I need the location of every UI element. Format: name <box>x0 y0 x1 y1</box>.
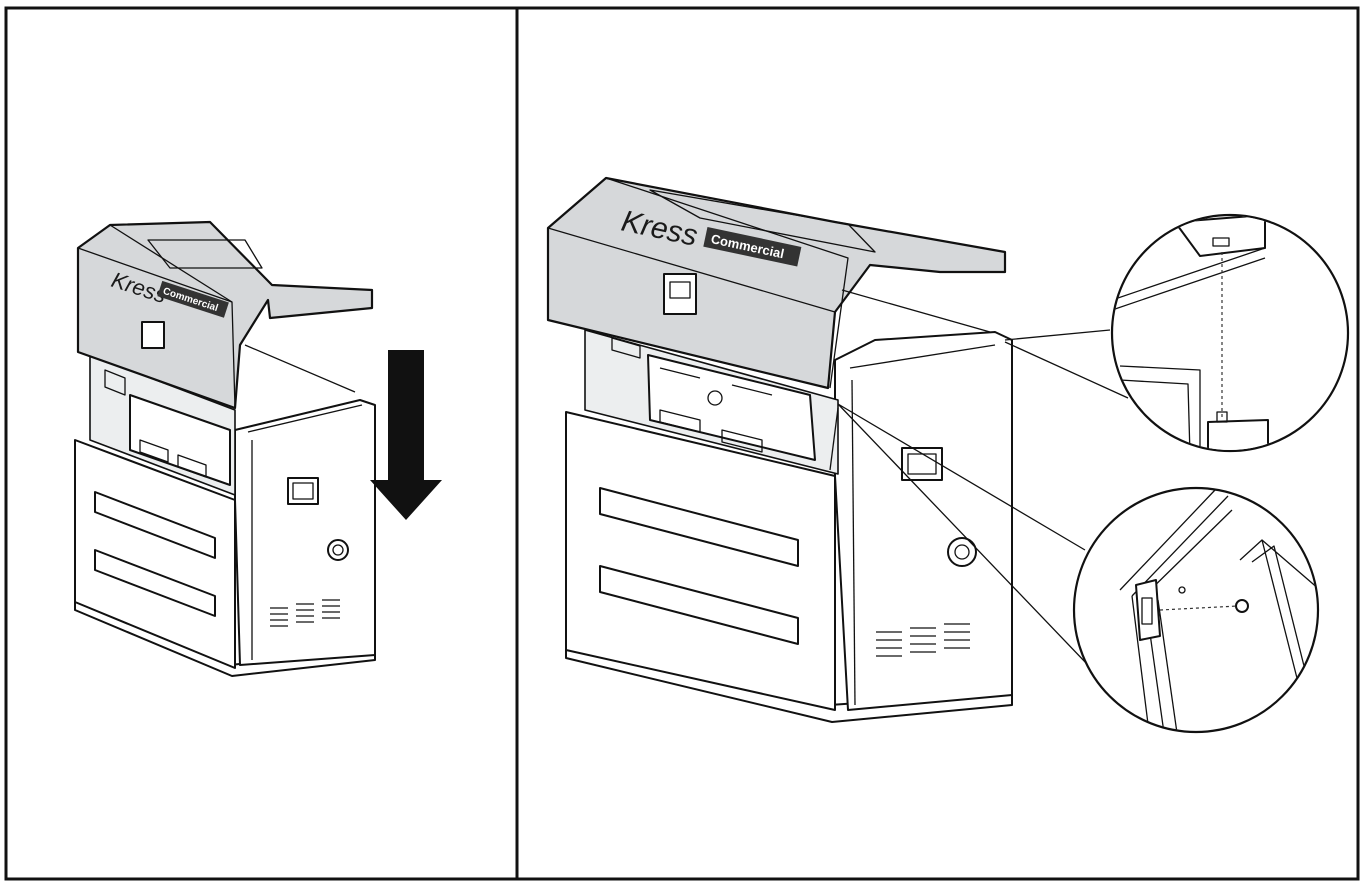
left-side-panel <box>234 399 376 666</box>
right-lid-handle <box>663 273 697 315</box>
left-panel-station: Kress Commercial <box>74 220 376 677</box>
right-power-socket <box>947 537 977 567</box>
right-panel-station: Kress Commercial <box>546 176 1013 723</box>
bottom-callout-leader <box>837 403 1111 689</box>
left-side-vents <box>270 599 340 627</box>
top-magnifier <box>1110 213 1350 453</box>
left-slot-bottom <box>94 549 216 617</box>
left-battery-charger <box>129 394 231 486</box>
left-lid <box>76 220 374 410</box>
right-battery-charger <box>647 354 816 461</box>
magnifier-callout-icon <box>837 213 1350 734</box>
right-slot-top <box>599 487 799 567</box>
down-arrow-icon <box>370 350 442 520</box>
right-slot-bottom <box>599 565 799 645</box>
right-side-vents <box>876 623 970 657</box>
outer-frame <box>4 6 1360 881</box>
left-front-panel <box>74 439 236 669</box>
bottom-magnifier <box>1072 486 1320 734</box>
right-side-panel <box>834 331 1013 711</box>
top-callout-leader <box>1004 329 1129 399</box>
left-lid-handle <box>141 321 165 349</box>
right-lid <box>546 176 1007 390</box>
left-slot-top <box>94 491 216 559</box>
left-power-socket <box>327 539 349 561</box>
